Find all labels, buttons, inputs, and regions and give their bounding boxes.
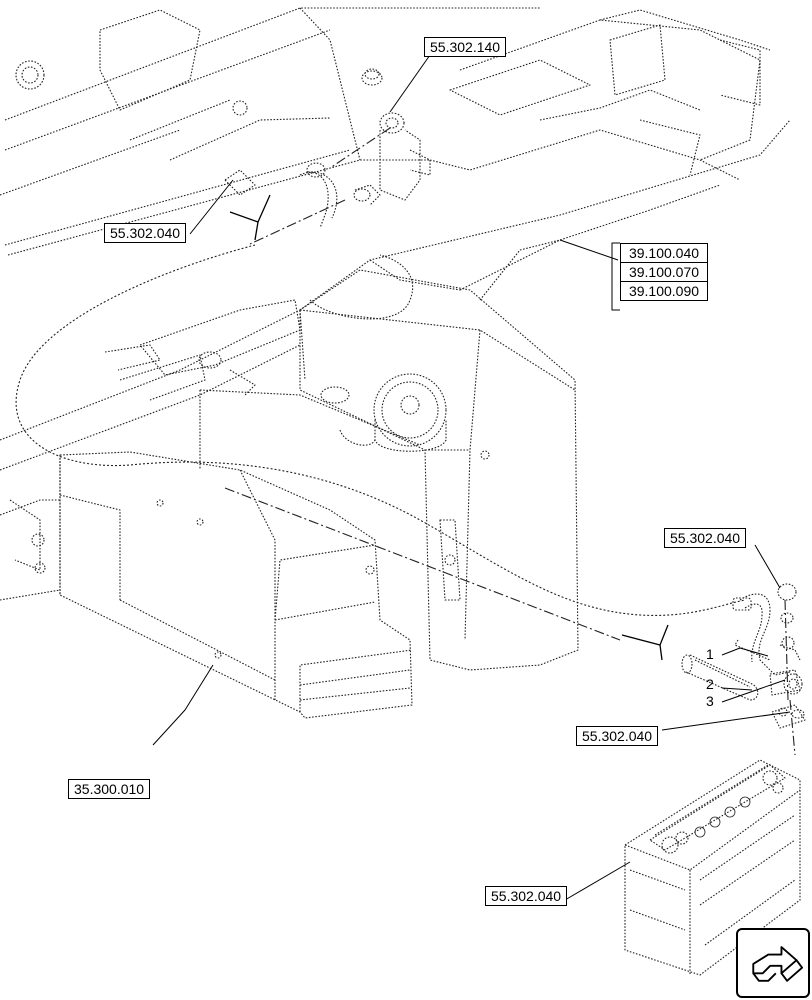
ref-label-stack: 39.100.040 39.100.070 39.100.090: [620, 243, 708, 301]
ref-label-stack-1[interactable]: 39.100.040: [620, 243, 708, 262]
battery-cable: [732, 583, 801, 676]
callout-item-1: 1: [706, 646, 714, 662]
frame-chassis: [0, 7, 771, 256]
callout-item-3: 3: [706, 693, 714, 709]
break-marks: [229, 194, 669, 661]
ref-label-battery[interactable]: 55.302.040: [485, 886, 568, 906]
fuel-tank: [199, 254, 579, 671]
ref-label-clamp[interactable]: 55.302.040: [576, 726, 659, 746]
cable-terminal: [769, 669, 803, 696]
ref-label-top-center[interactable]: 55.302.140: [424, 37, 507, 57]
ref-label-stack-3[interactable]: 39.100.090: [620, 281, 708, 301]
battery-clamp: [771, 704, 806, 729]
fuel-cap: [320, 373, 447, 452]
battery: [624, 759, 801, 976]
protective-sleeve: [681, 639, 771, 701]
next-page-arrow-icon: [752, 946, 804, 982]
tank-bracket: [104, 299, 301, 401]
ref-label-tank-guard[interactable]: 35.300.010: [68, 779, 151, 799]
ref-label-right-middle[interactable]: 55.302.040: [664, 528, 747, 548]
tank-guard: [59, 451, 413, 719]
filter-bracket: [224, 68, 431, 229]
frame-rail: [0, 119, 791, 601]
callout-item-2: 2: [706, 676, 714, 692]
ref-label-stack-2[interactable]: 39.100.070: [620, 262, 708, 281]
assembly-lines: [224, 127, 796, 756]
next-page-button[interactable]: [736, 928, 810, 998]
leader-lines: [152, 54, 791, 901]
ref-label-top-left[interactable]: 55.302.040: [104, 223, 187, 243]
